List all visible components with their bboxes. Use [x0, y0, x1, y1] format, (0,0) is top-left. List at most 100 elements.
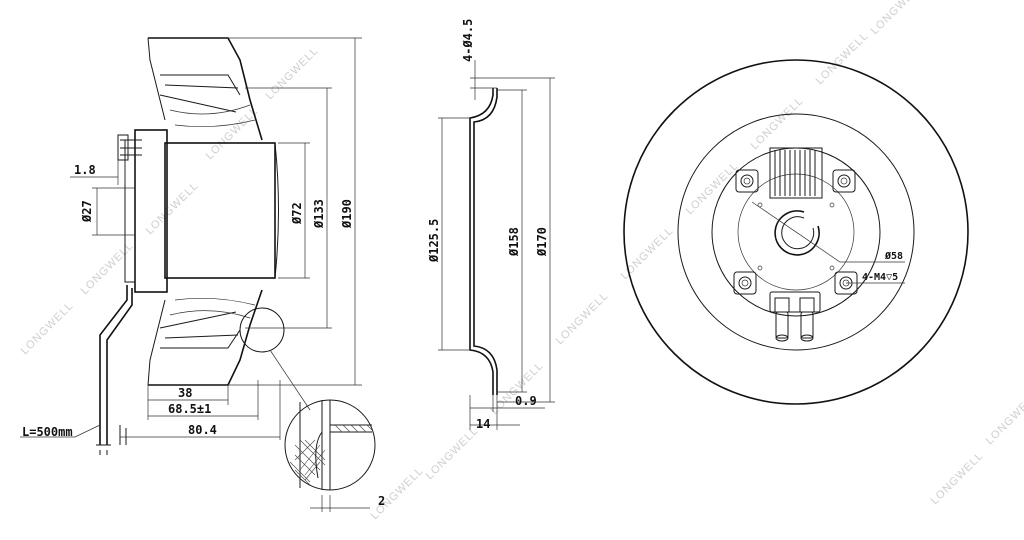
screw-icon: [837, 174, 851, 188]
watermark-text: LONGWELL: [19, 300, 76, 357]
watermark-text: LONGWELL: [144, 180, 201, 237]
blade-lower-curve: [169, 298, 256, 319]
small-hole: [757, 202, 763, 208]
front-view: Ø58 4-M4▽5: [623, 59, 969, 405]
impeller-lower-outline: [148, 289, 263, 386]
blade-lower-edge: [159, 311, 239, 339]
label-dim-phi72: Ø72: [290, 202, 304, 225]
detail-crosshatch: [289, 439, 326, 486]
impeller-outer-circle: [623, 59, 969, 405]
impeller-inner-circle: [677, 113, 915, 351]
label-dim-1-8: 1.8: [74, 163, 96, 177]
dim-line-holes: [470, 60, 497, 100]
watermark-text: LONGWELL: [869, 0, 926, 37]
label-dim-38: 38: [178, 386, 192, 400]
label-dim-80-4: 80.4: [188, 423, 217, 437]
watermark-text: LONGWELL: [684, 160, 741, 217]
cable-stub: [775, 311, 789, 339]
hub-ring-inner: [781, 216, 815, 250]
motor-rotor-edge: [274, 142, 279, 279]
label-dim-phi27: Ø27: [80, 200, 94, 223]
heatsink-fins: [769, 147, 823, 199]
watermark-text: LONGWELL: [554, 290, 611, 347]
side-view: L=500mm 1.8 Ø27 Ø72 Ø133 Ø190 38 68.5±1 …: [20, 37, 385, 512]
small-hole: [829, 265, 835, 271]
label-dim-phi58: Ø58: [884, 250, 903, 262]
cable: [106, 288, 133, 445]
mount-top-right: [832, 169, 856, 193]
cable-gland: [769, 291, 821, 342]
cable: [99, 285, 128, 445]
label-dim-0-9: 0.9: [515, 394, 537, 408]
connector-pins: [120, 139, 142, 156]
leader-cable-length: [20, 424, 101, 438]
dim-line-0-9: [470, 395, 545, 412]
bolt-circle: [737, 173, 855, 291]
dim-line-phi27: [92, 187, 135, 236]
shroud-profile-outer: [469, 88, 494, 395]
label-dim-thread: 4-M4▽5: [862, 272, 898, 283]
mount-tab: [832, 169, 856, 193]
section-view: 4-Ø4.5 Ø125.5 Ø158 Ø170 0.9 14: [427, 19, 555, 431]
small-hole: [757, 265, 763, 271]
label-dim-holes: 4-Ø4.5: [461, 19, 475, 62]
screw-head: [741, 279, 749, 287]
label-dim-phi190: Ø190: [340, 199, 354, 229]
impeller-upper-outline: [148, 37, 263, 141]
cable-lead: [119, 425, 127, 445]
blade-upper-curve: [169, 104, 256, 127]
mount-tab: [735, 169, 759, 193]
blade-lower: [160, 329, 241, 349]
impeller-lower-inner: [147, 299, 166, 386]
cable-end: [96, 444, 111, 455]
screw-head: [743, 177, 751, 185]
label-dim-phi125-5: Ø125.5: [427, 219, 441, 263]
screw-icon: [740, 174, 754, 188]
label-dim-68-5: 68.5±1: [168, 402, 211, 416]
dim-line-detail-2: [310, 495, 370, 512]
dim-line-phi133: [245, 87, 332, 329]
watermark-text: LONGWELL: [619, 225, 676, 282]
detail-marker: [239, 307, 285, 353]
watermark-text: LONGWELL: [264, 45, 321, 102]
blade-upper-edge: [159, 84, 239, 113]
fin-lines: [774, 150, 816, 196]
dim-line-80-4: [120, 380, 281, 440]
dim-line-phi125-5: [438, 117, 470, 351]
screw-icon: [738, 276, 752, 290]
shroud-profile-inner: [473, 88, 498, 395]
label-cable-length: L=500mm: [22, 425, 73, 439]
watermark-text: LONGWELL: [814, 30, 871, 87]
dim-line-14: [469, 395, 520, 430]
dim-line-phi72: [278, 142, 310, 279]
cable-stub: [800, 311, 814, 339]
mount-tab: [733, 271, 757, 295]
watermark-text: LONGWELL: [984, 390, 1024, 447]
dim-line-phi158: [497, 89, 527, 393]
watermark-text: LONGWELL: [929, 450, 986, 507]
cable-end: [775, 334, 789, 342]
label-dim-14: 14: [476, 417, 490, 431]
heatsink: [769, 147, 823, 199]
dim-line-phi170: [497, 77, 555, 403]
cable-end: [800, 334, 814, 342]
screw-head: [840, 177, 848, 185]
impeller-upper-inner: [147, 37, 166, 121]
leader-phi58: [751, 201, 905, 263]
gland-body: [769, 291, 821, 313]
watermark-text: LONGWELL: [749, 95, 806, 152]
label-dim-phi170: Ø170: [535, 227, 549, 257]
dim-line-38: [147, 385, 229, 420]
detail-blade-edge: [315, 431, 323, 479]
gland-port: [774, 297, 790, 313]
hub-ring: [774, 210, 820, 256]
detail-leader: [269, 349, 311, 411]
gland-port: [799, 297, 815, 313]
dim-line-1-8: [70, 160, 126, 185]
dim-line-68-5: [148, 380, 259, 420]
label-dim-phi133: Ø133: [312, 199, 326, 229]
small-hole: [829, 202, 835, 208]
motor-plate: [124, 139, 136, 283]
